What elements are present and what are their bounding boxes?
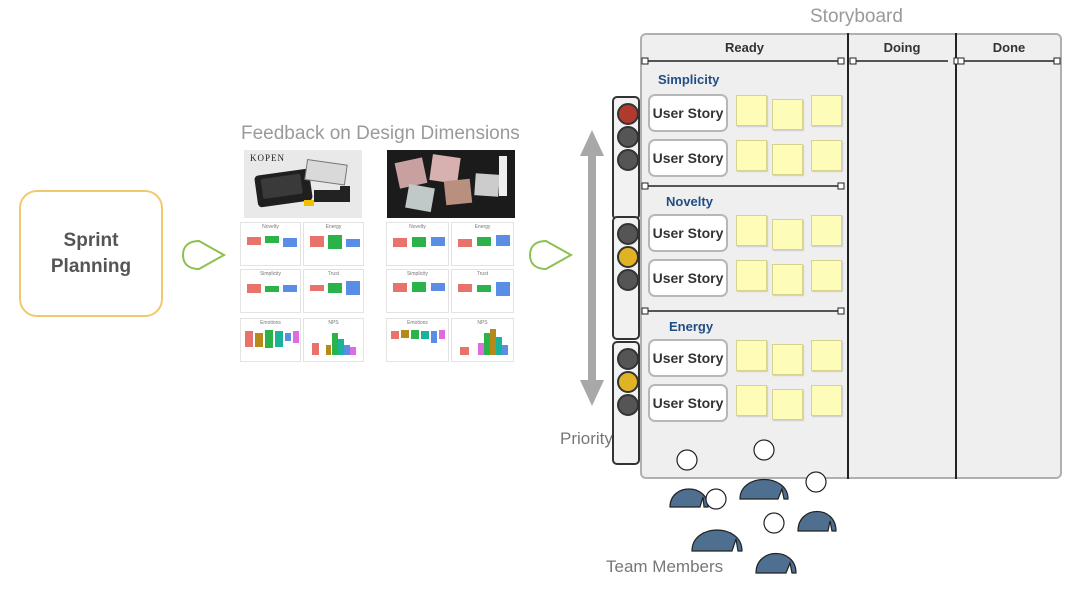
header-divider	[641, 57, 1061, 65]
team-members-icon	[669, 439, 837, 574]
column-header-ready: Ready	[724, 40, 765, 55]
column-divider	[847, 33, 849, 479]
product-photo-left: KOPEN	[244, 150, 362, 218]
sprint-planning-label: Sprint Planning	[50, 229, 132, 277]
arrow-right-icon	[181, 239, 227, 271]
traffic-lamp	[617, 126, 639, 148]
mini-chart: Trust	[303, 269, 364, 313]
priority-label: Priority	[560, 429, 613, 448]
user-story-card[interactable]: User Story	[648, 384, 728, 422]
person-icon	[755, 512, 797, 574]
mini-chart-label: Simplicity	[406, 271, 429, 277]
traffic-lamp	[617, 223, 639, 245]
priority-arrow-icon	[580, 130, 604, 406]
team-members-label: Team Members	[606, 557, 724, 576]
sticky-note	[736, 385, 767, 416]
feedback-charts-right: Novelty Energy Simplicity Trust Emotions…	[386, 222, 516, 362]
mini-chart-label: Emotions	[260, 320, 281, 326]
mini-chart-label: NPS	[477, 320, 488, 326]
sticky-note	[736, 215, 767, 246]
traffic-lamp	[617, 269, 639, 291]
sticky-note	[811, 340, 842, 371]
sticky-note	[772, 219, 803, 250]
category-label-energy: Energy	[669, 319, 714, 334]
sticky-note	[811, 140, 842, 171]
mini-chart: Novelty	[240, 222, 301, 266]
traffic-lamp-yellow	[617, 371, 639, 393]
mini-chart-label: Simplicity	[259, 271, 282, 277]
traffic-lamp-yellow	[617, 246, 639, 268]
traffic-lamp	[617, 149, 639, 171]
sticky-note	[736, 95, 767, 126]
kopen-logo: KOPEN	[250, 153, 286, 163]
mini-chart: Novelty	[386, 222, 449, 266]
traffic-light-icon	[612, 341, 640, 465]
mini-chart-label: Trust	[476, 271, 489, 277]
sticky-note	[772, 99, 803, 130]
mini-chart-label: NPS	[328, 320, 339, 326]
mini-chart: Energy	[303, 222, 364, 266]
arrow-right-icon	[528, 239, 574, 271]
feedback-title: Feedback on Design Dimensions	[241, 123, 520, 144]
mini-chart-label: Emotions	[407, 320, 428, 326]
mini-chart-label: Energy	[474, 224, 491, 230]
mini-chart: Emotions	[386, 318, 449, 362]
sticky-note	[736, 140, 767, 171]
column-divider	[955, 33, 957, 479]
feedback-charts-left: Novelty Energy Simplicity Trust Emotions…	[240, 222, 366, 362]
sticky-note	[736, 260, 767, 291]
sticky-note	[736, 340, 767, 371]
traffic-lamp	[617, 394, 639, 416]
swimlane-divider	[641, 182, 845, 190]
user-story-card[interactable]: User Story	[648, 214, 728, 252]
traffic-light-icon	[612, 216, 640, 340]
mini-chart: Emotions	[240, 318, 301, 362]
mini-chart-label: Novelty	[409, 224, 426, 230]
person-icon	[797, 471, 837, 532]
user-story-card[interactable]: User Story	[648, 339, 728, 377]
sticky-note	[772, 144, 803, 175]
sticky-note	[811, 260, 842, 291]
sticky-note	[772, 389, 803, 420]
mini-chart-label: Trust	[327, 271, 340, 277]
traffic-lamp	[617, 348, 639, 370]
person-icon	[739, 439, 789, 500]
mini-chart-label: Novelty	[262, 224, 279, 230]
person-icon	[691, 488, 743, 552]
mini-chart: Simplicity	[386, 269, 449, 313]
mini-chart: Simplicity	[240, 269, 301, 313]
storyboard-title: Storyboard	[810, 6, 903, 27]
mini-chart-label: Energy	[325, 224, 342, 230]
product-photo-right	[387, 150, 515, 218]
column-header-doing: Doing	[883, 40, 921, 55]
mini-chart: NPS	[303, 318, 364, 362]
column-header-done: Done	[992, 40, 1026, 55]
traffic-lamp-red	[617, 103, 639, 125]
user-story-card[interactable]: User Story	[648, 94, 728, 132]
user-story-card[interactable]: User Story	[648, 259, 728, 297]
sticky-note	[811, 95, 842, 126]
sticky-note	[772, 344, 803, 375]
user-story-card[interactable]: User Story	[648, 139, 728, 177]
sticky-note	[811, 385, 842, 416]
category-label-novelty: Novelty	[666, 194, 713, 209]
sprint-planning-box: Sprint Planning	[19, 190, 163, 317]
mini-chart: NPS	[451, 318, 514, 362]
swimlane-divider	[641, 307, 845, 315]
person-icon	[669, 449, 709, 508]
mini-chart: Trust	[451, 269, 514, 313]
sticky-note	[772, 264, 803, 295]
mini-chart: Energy	[451, 222, 514, 266]
traffic-light-icon	[612, 96, 640, 220]
sticky-note	[811, 215, 842, 246]
category-label-simplicity: Simplicity	[658, 72, 720, 87]
